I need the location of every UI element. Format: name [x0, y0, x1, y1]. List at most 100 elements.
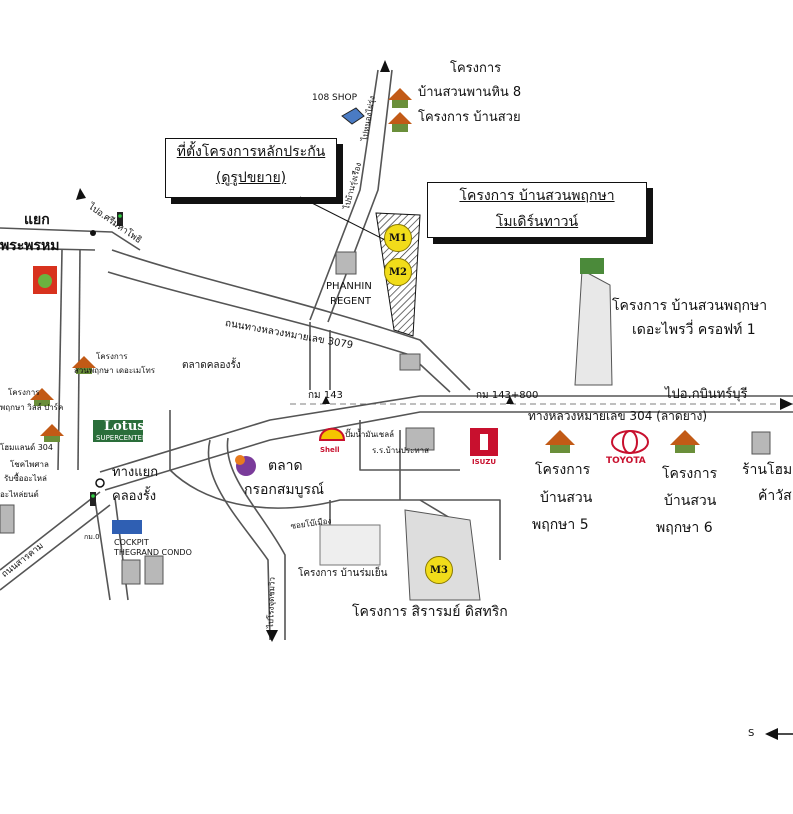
house-icon	[30, 388, 54, 406]
label-siam-land: โฮมแลนด์ 304	[0, 443, 53, 452]
label-khlong-rung-market: ตลาดคลองรั้ง	[182, 360, 241, 371]
label-km143: กม 143	[308, 390, 343, 401]
label-highway-304: ทางหลวงหมายเลข 304 (ลาดยาง)	[528, 409, 708, 423]
label-road-down: ไปโรงจุดชมวิว	[266, 576, 277, 629]
highway-304-south-edge	[104, 411, 793, 491]
label-sirarom: โครงการ สิรารมย์ ดิสทริก	[352, 604, 508, 620]
house-icon	[670, 430, 700, 453]
house-icon	[545, 430, 575, 453]
building-icon	[751, 431, 771, 455]
label-school: ร.ร.บ้านประทาส	[372, 446, 430, 455]
shell-logo-icon	[318, 427, 346, 441]
toyota-logo-icon	[611, 430, 649, 454]
khlong-rung-junction-dot	[95, 478, 105, 488]
label-isuzu: ISUZU	[472, 458, 497, 466]
label-shop-right-2: ค้าวัส	[758, 488, 792, 504]
label-108-shop: 108 SHOP	[312, 93, 358, 103]
house-icon	[72, 356, 96, 374]
label-to-kabin: ไปอ.กบินทร์บุรี	[665, 387, 748, 402]
label-bs5-3: พฤกษา 5	[532, 517, 589, 533]
highway-304-north-edge	[99, 395, 793, 473]
arrow-south-icon	[266, 630, 278, 642]
label-bs6-2: บ้านสวน	[664, 493, 717, 509]
arrow-east-icon	[780, 398, 793, 410]
building-icon	[335, 251, 357, 275]
compass-icon	[765, 728, 778, 740]
label-km143-800: กม 143+800	[476, 390, 539, 401]
building-icon	[399, 353, 421, 371]
building-icon	[405, 427, 435, 451]
callout-main-line1: ที่ตั้งโครงการหลักประกัน	[176, 144, 326, 160]
label-km-small: กม.0	[84, 533, 100, 541]
label-lotus: Lotus	[104, 419, 145, 434]
arrow-nw-icon	[76, 188, 86, 200]
label-bs5-1: โครงการ	[535, 462, 591, 478]
callout-main-location: ที่ตั้งโครงการหลักประกัน (ดูรูปขยาย)	[165, 138, 337, 198]
label-shop-right-1: ร้านโฮม	[742, 462, 793, 478]
baan-rom-yen-plot	[319, 524, 381, 566]
label-compass-s: S	[748, 728, 755, 739]
label-bs5-2: บ้านสวน	[540, 490, 593, 506]
label-junction-1: ทางแยก	[112, 465, 159, 480]
building-icon	[121, 555, 164, 585]
marker-m2[interactable]: M2	[384, 258, 412, 286]
label-proj-left-2: พฤกษา วิลล์ ปาร์ค	[0, 403, 64, 412]
label-cockpit: COCKPIT	[114, 538, 149, 547]
isuzu-logo-icon	[470, 428, 498, 456]
traffic-light-icon	[117, 212, 123, 226]
road-north-west-edge	[309, 69, 379, 321]
label-proj-metro-1: โครงการ	[96, 352, 128, 361]
label-phra-phrom: พระพรหม	[0, 238, 60, 254]
label-proj-top: โครงการ	[450, 61, 502, 76]
label-privy-1: โครงการ บ้านสวนพฤกษา	[612, 298, 768, 314]
flag-icon	[580, 258, 604, 274]
house-icon	[40, 424, 64, 442]
label-shell-desc: ปั๊มน้ำมันเชลล์	[345, 430, 395, 439]
marker-m3[interactable]: M3	[425, 556, 453, 584]
callout-main-line2: (ดูรูปขยาย)	[215, 170, 287, 186]
road-3079-south-edge	[107, 271, 451, 393]
callout-project-modern: โครงการ บ้านสวนพฤกษา โมเดิร์นทาวน์	[427, 182, 647, 238]
road-left-east	[77, 249, 81, 471]
label-privy-2: เดอะไพรวี่ ครอฟท์ 1	[632, 322, 756, 338]
shop-icon	[341, 107, 365, 125]
bigc-logo-icon	[33, 266, 57, 294]
marker-m1[interactable]: M1	[384, 224, 412, 252]
house-icon	[388, 112, 412, 132]
label-lotus-sub: SUPERCENTER	[96, 434, 147, 442]
market-icon	[235, 455, 256, 476]
label-talad-1: ตลาด	[268, 458, 303, 474]
label-chokchai: โชคไพศาล	[10, 460, 49, 469]
label-parts: อะไหล่ยนต์	[0, 490, 39, 499]
label-bs6-3: พฤกษา 6	[656, 520, 713, 536]
km143-marker	[322, 396, 330, 404]
privy-croft-plot	[574, 269, 613, 386]
arrow-north-icon	[380, 60, 390, 72]
label-chokchai-2: รับซื้ออะไหล่	[4, 474, 47, 483]
m3-plot	[404, 509, 481, 601]
label-grand-condo: THEGRAND CONDO	[114, 548, 192, 557]
road-3079-north-edge	[111, 249, 471, 391]
callout-modern-line2: โมเดิร์นทาวน์	[495, 214, 579, 230]
label-regent: REGENT	[330, 296, 371, 307]
phra-phrom-junction-dot	[90, 230, 96, 236]
road-north-east-edge	[327, 69, 393, 323]
km143-800-marker	[506, 396, 514, 404]
label-bs6-1: โครงการ	[662, 466, 718, 482]
traffic-light-icon-2	[90, 492, 96, 506]
callout-modern-line1: โครงการ บ้านสวนพฤกษา	[459, 188, 615, 204]
house-icon	[388, 88, 412, 108]
label-talad-2: กรอกสมบูรณ์	[244, 482, 325, 498]
label-baan-rom-yen: โครงการ บ้านร่มเย็น	[298, 568, 388, 579]
building-icon	[0, 504, 15, 534]
label-proj-left-1: โครงการ	[8, 388, 40, 397]
label-junction-2: คลองรั้ง	[112, 489, 157, 504]
cockpit-icon	[112, 520, 142, 534]
label-phanhin: PHANHIN	[326, 281, 372, 292]
label-shell: Shell	[320, 446, 340, 454]
label-proj-baan-suay: โครงการ บ้านสวย	[418, 110, 521, 125]
label-yaek: แยก	[24, 212, 50, 228]
lotus-logo-icon	[93, 420, 143, 442]
